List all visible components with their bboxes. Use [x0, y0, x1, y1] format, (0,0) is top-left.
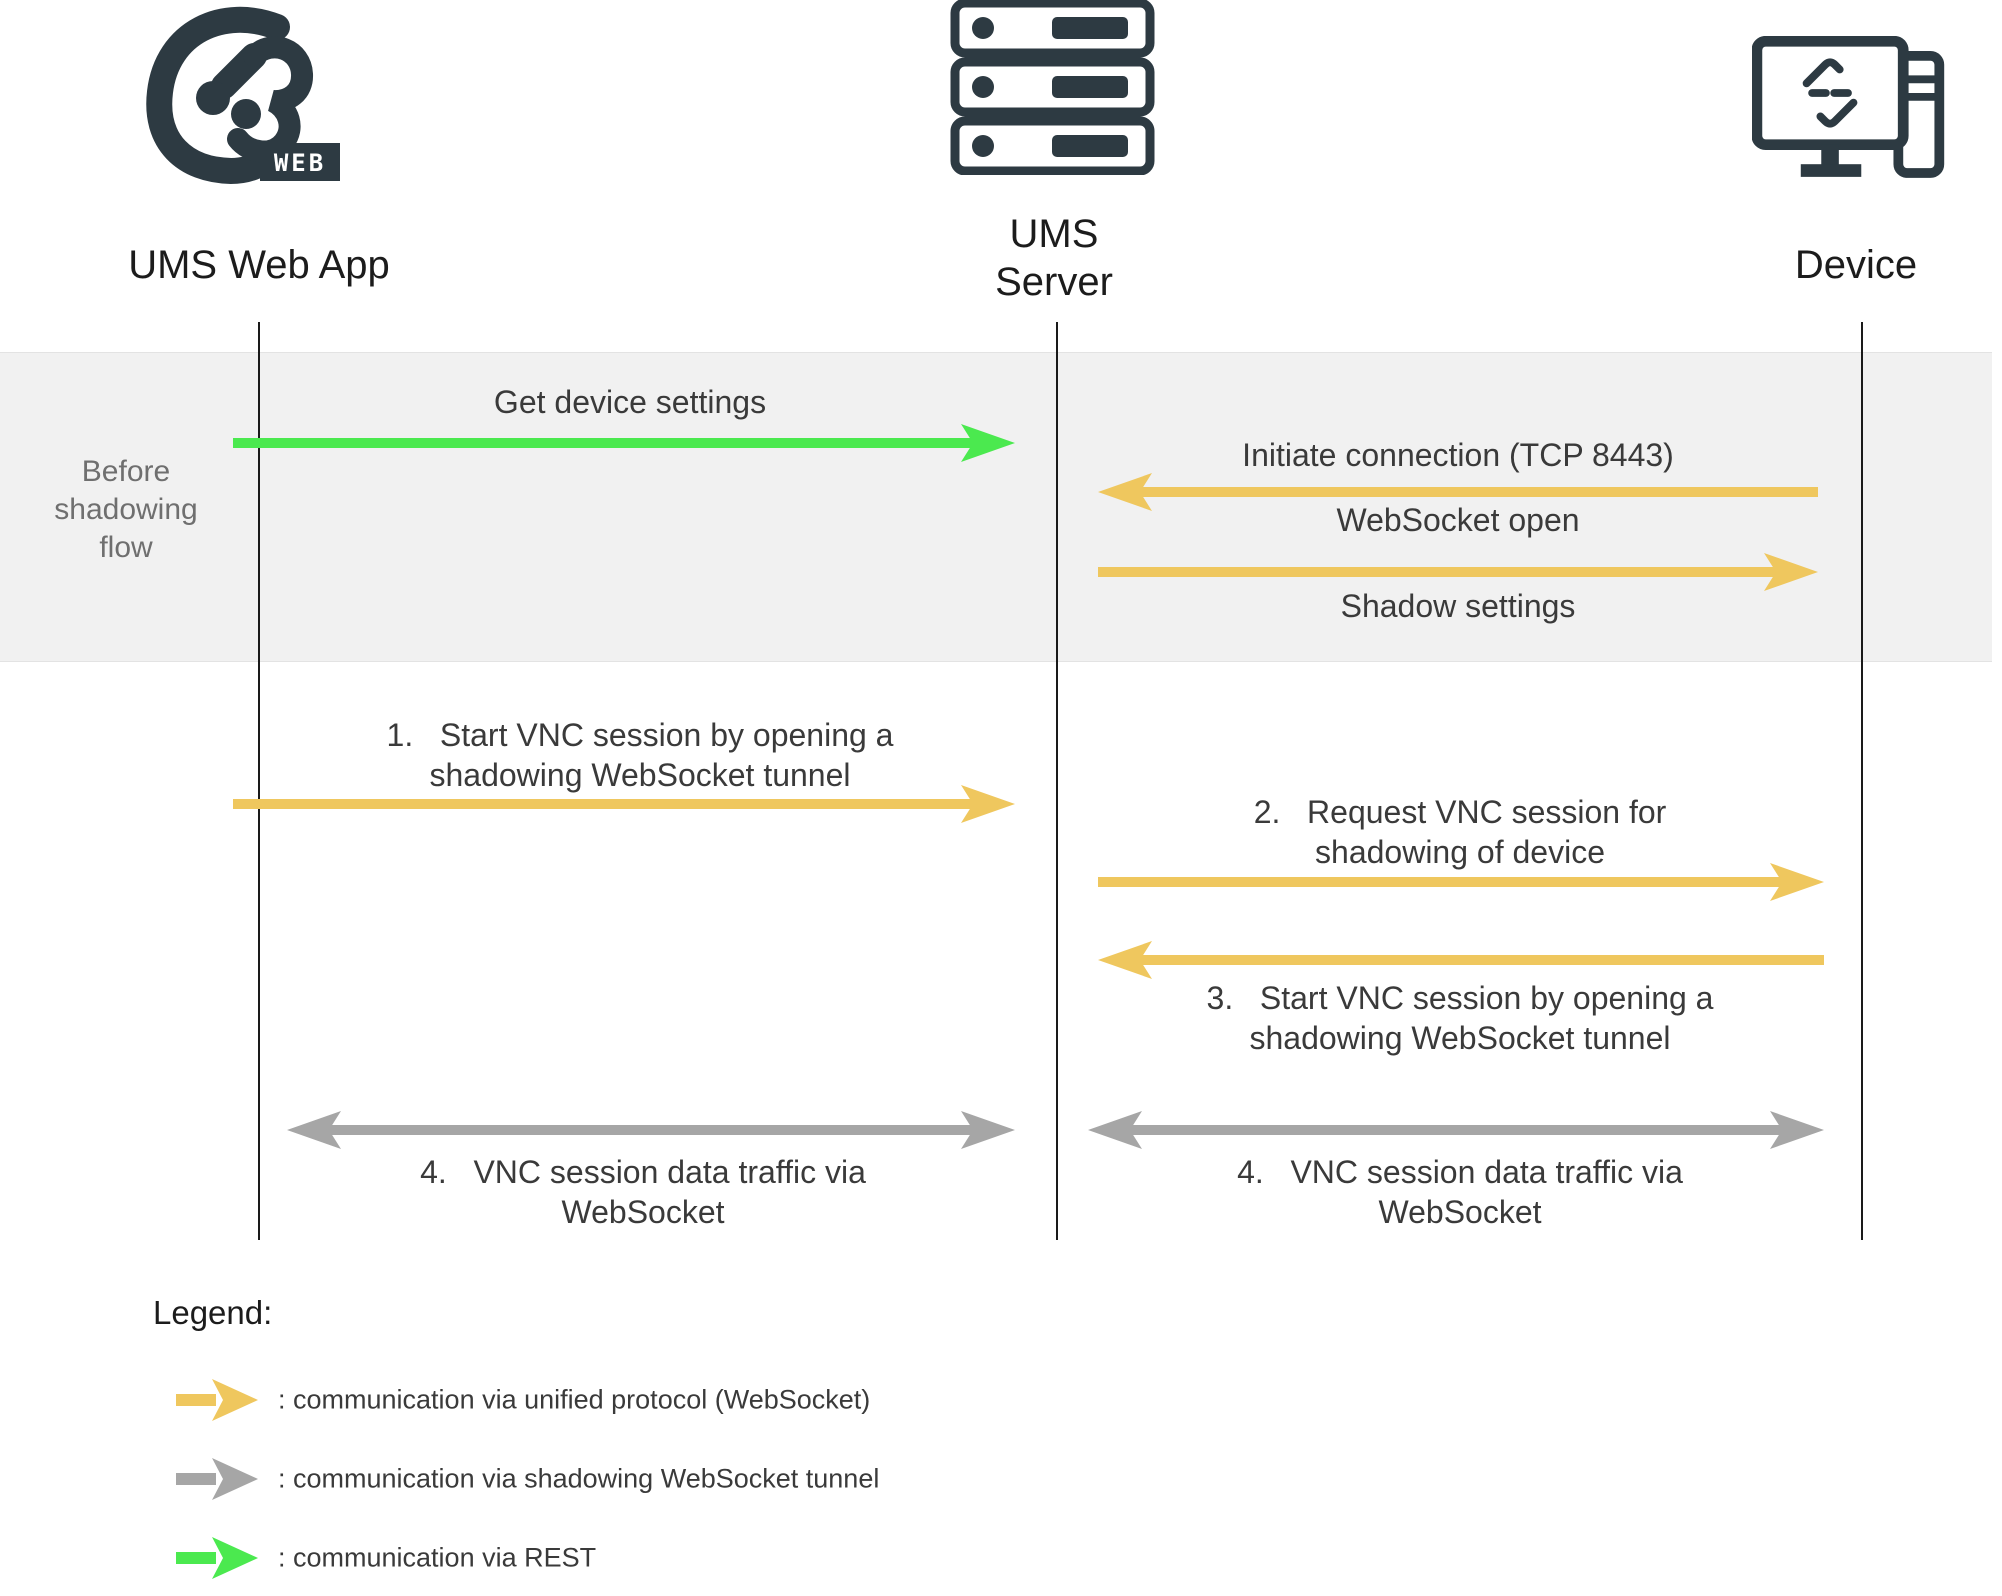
legend-item-unified-protocol: : communication via unified protocol (We… — [278, 1384, 871, 1415]
lifeline-ums-web-app — [258, 322, 260, 1240]
web-badge-label: WEB — [274, 149, 326, 177]
legend-gray-arrow-icon — [176, 1458, 258, 1500]
actor-label-ums-server: UMS Server — [995, 212, 1113, 304]
message-get-device-settings: Get device settings — [493, 384, 767, 420]
legend-item-shadowing-tunnel: : communication via shadowing WebSocket … — [278, 1463, 880, 1494]
web-badge — [260, 143, 340, 181]
message-step2: 2. Request VNC session for shadowing of … — [1253, 794, 1667, 870]
arrow-step4-webapp-server — [287, 1111, 1015, 1149]
message-initiate-connection: Initiate connection (TCP 8443) — [1242, 437, 1674, 473]
arrow-step1 — [233, 785, 1015, 823]
actor-label-ums-web-app: UMS Web App — [128, 243, 390, 287]
igel-logo-glyph — [1802, 58, 1858, 128]
message-websocket-open: WebSocket open — [1336, 502, 1580, 538]
lifeline-device — [1861, 322, 1863, 1240]
ums-web-app-icon: WEB — [146, 6, 340, 185]
message-step4-webapp-server: 4. VNC session data traffic via WebSocke… — [420, 1154, 866, 1230]
arrow-get-device-settings-rest — [233, 424, 1015, 462]
message-shadow-settings: Shadow settings — [1340, 588, 1576, 624]
server-rack-icon — [950, 0, 1155, 175]
arrow-step4-server-device — [1088, 1111, 1824, 1149]
message-step3: 3. Start VNC session by opening a shadow… — [1206, 980, 1714, 1056]
before-shadowing-phase-band — [0, 352, 1992, 662]
lifeline-ums-server — [1056, 322, 1058, 1240]
arrow-websocket-open — [1098, 553, 1818, 591]
arrow-step2 — [1098, 863, 1824, 901]
legend-title: Legend: — [153, 1294, 273, 1331]
legend-item-rest: : communication via REST — [278, 1542, 597, 1573]
actor-label-device: Device — [1794, 243, 1918, 287]
message-step1: 1. Start VNC session by opening a shadow… — [386, 717, 894, 793]
arrow-initiate-connection — [1098, 473, 1818, 511]
device-workstation-icon — [1752, 36, 1945, 178]
phase-band-label: Before shadowing flow — [54, 455, 198, 564]
legend-green-arrow-icon — [176, 1537, 258, 1579]
legend-yellow-arrow-icon — [176, 1379, 258, 1421]
arrow-step3 — [1098, 941, 1824, 979]
message-step4-server-device: 4. VNC session data traffic via WebSocke… — [1237, 1154, 1683, 1230]
